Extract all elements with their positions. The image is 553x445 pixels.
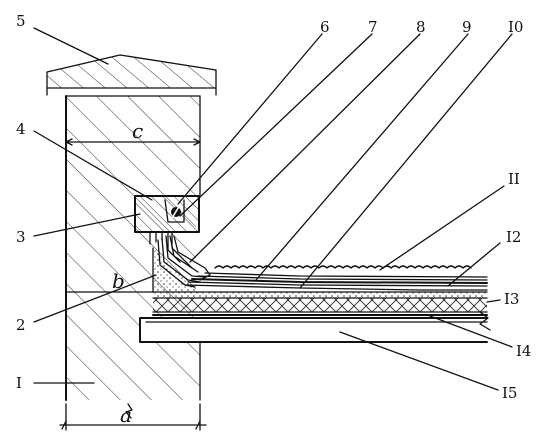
label-8: 8 xyxy=(416,18,426,36)
callout-labels: 5 4 3 2 I 6 7 8 9 I0 II I2 I3 I4 I5 xyxy=(16,12,531,402)
parapet-wall xyxy=(65,95,201,401)
dimension-b-label: b xyxy=(112,269,125,293)
screed-layer xyxy=(152,291,488,299)
wood-block xyxy=(134,195,200,233)
dimension-b: b xyxy=(65,269,154,293)
dimension-a-label: a xyxy=(120,403,132,427)
label-10: I0 xyxy=(508,18,523,36)
label-7: 7 xyxy=(368,18,378,36)
label-12: I2 xyxy=(506,228,521,246)
label-9: 9 xyxy=(462,18,472,36)
leader-lines xyxy=(33,27,513,391)
coping-cap xyxy=(46,54,217,96)
label-13: I3 xyxy=(504,290,519,308)
cant-strip xyxy=(152,247,200,293)
gravel-surface xyxy=(214,265,472,269)
label-6: 6 xyxy=(320,18,330,36)
label-14: I4 xyxy=(516,342,531,360)
label-15: I5 xyxy=(502,384,517,402)
roof-slab xyxy=(139,311,491,343)
dimension-c: c xyxy=(65,119,201,146)
dimension-a: a xyxy=(59,403,207,431)
label-4: 4 xyxy=(16,120,26,138)
insulation-layer xyxy=(152,298,488,313)
label-5: 5 xyxy=(16,12,26,30)
label-11: II xyxy=(508,170,520,188)
label-3: 3 xyxy=(16,228,26,246)
dimension-c-label: c xyxy=(132,119,143,143)
roof-membrane-layers xyxy=(184,272,488,291)
label-1: I xyxy=(16,374,22,392)
label-2: 2 xyxy=(16,316,26,334)
